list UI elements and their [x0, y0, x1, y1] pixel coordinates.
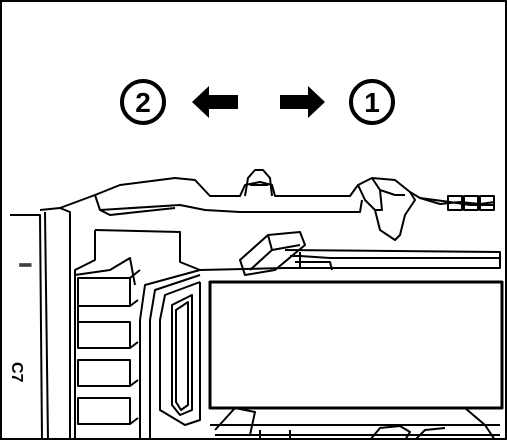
side-mark-lower: C7 [8, 362, 25, 383]
step-two-label: 2 [135, 87, 151, 118]
step-two-marker: 2 [120, 79, 166, 125]
arrow-left-icon [192, 86, 238, 118]
step-one-marker: 1 [349, 79, 395, 125]
device-body [10, 169, 504, 440]
step-one-circle [349, 79, 395, 125]
arrow-right-icon [280, 86, 325, 118]
step-one-label: 1 [364, 87, 380, 118]
side-mark-upper: ∥ [19, 262, 33, 268]
step-two-circle [120, 79, 166, 125]
